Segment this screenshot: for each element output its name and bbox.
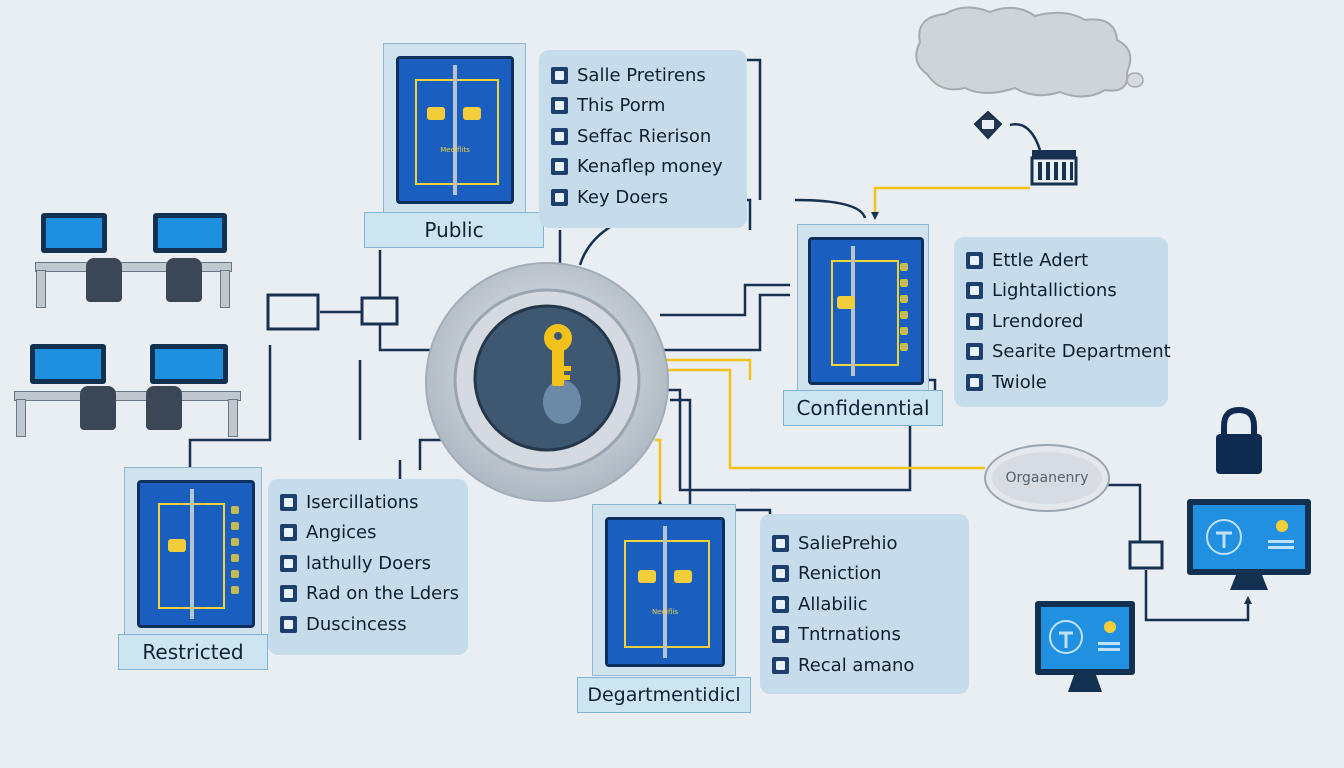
list-item[interactable]: Isercillations bbox=[280, 487, 456, 518]
vault bbox=[425, 262, 670, 502]
restricted-label[interactable]: Restricted bbox=[118, 634, 268, 670]
item-icon bbox=[966, 343, 983, 361]
padlock-icon bbox=[427, 107, 445, 120]
public-door: Mediflits bbox=[396, 56, 514, 204]
cloud-icon bbox=[915, 6, 1144, 98]
list-item[interactable]: Allabilic bbox=[772, 589, 957, 620]
list-item[interactable]: Lightallictions bbox=[966, 276, 1156, 307]
padlock-icon bbox=[674, 570, 692, 583]
item-icon bbox=[772, 595, 789, 613]
list-item[interactable]: Key Doers bbox=[551, 182, 735, 213]
item-icon bbox=[280, 585, 297, 603]
monitor-icon bbox=[153, 213, 227, 253]
public-panel: Salle Pretirens This Porm Seffac Rieriso… bbox=[539, 50, 747, 228]
desk bbox=[35, 262, 232, 272]
departmental-door-card: Nediflis bbox=[592, 504, 736, 676]
item-icon bbox=[772, 565, 789, 583]
item-icon bbox=[772, 656, 789, 674]
monitor-icon bbox=[30, 344, 106, 384]
list-item[interactable]: Tntrnations bbox=[772, 620, 957, 651]
monitor-icon bbox=[41, 213, 107, 253]
item-icon bbox=[551, 127, 568, 145]
list-item[interactable]: Lrendored bbox=[966, 306, 1156, 337]
door-caption: Nediflis bbox=[652, 608, 678, 617]
departmental-panel: SaliePrehio Reniction Allabilic Tntrnati… bbox=[760, 514, 969, 694]
item-icon bbox=[280, 554, 297, 572]
bank-building-icon bbox=[973, 110, 1078, 186]
item-icon bbox=[551, 97, 568, 115]
list-item[interactable]: Ettle Adert bbox=[966, 245, 1156, 276]
item-icon bbox=[966, 312, 983, 330]
confidential-label[interactable]: Confidenntial bbox=[783, 390, 943, 426]
list-item[interactable]: Rad on the Lders bbox=[280, 579, 459, 610]
confidential-door-card bbox=[797, 224, 929, 394]
list-item[interactable]: Reniction bbox=[772, 559, 957, 590]
oval-label: Orgaanenry bbox=[1005, 470, 1089, 486]
departmental-door: Nediflis bbox=[605, 517, 725, 667]
list-item[interactable]: lathully Doers bbox=[280, 548, 456, 579]
organization-oval[interactable]: Orgaanenry bbox=[984, 444, 1110, 512]
restricted-door bbox=[137, 480, 255, 628]
chair-icon bbox=[80, 386, 116, 430]
item-icon bbox=[280, 493, 297, 511]
padlock-icon bbox=[463, 107, 481, 120]
vault-key-icon bbox=[425, 262, 669, 502]
list-item[interactable]: Recal amano bbox=[772, 650, 957, 681]
monitor-icon bbox=[1187, 499, 1311, 590]
padlock-icon bbox=[837, 296, 855, 309]
item-icon bbox=[551, 158, 568, 176]
item-icon bbox=[551, 66, 568, 84]
confidential-panel: Ettle Adert Lightallictions Lrendored Se… bbox=[954, 237, 1171, 407]
item-icon bbox=[772, 626, 789, 644]
door-caption: Mediflits bbox=[440, 146, 470, 155]
confidential-door bbox=[808, 237, 924, 385]
chair-icon bbox=[86, 258, 122, 302]
list-item[interactable]: Kenaflep money bbox=[551, 152, 735, 183]
list-item[interactable]: Twiole bbox=[966, 367, 1156, 398]
monitor-icon bbox=[1035, 601, 1135, 692]
public-door-card: Mediflits bbox=[383, 43, 526, 213]
padlock-icon bbox=[638, 570, 656, 583]
list-item[interactable]: Searite Department bbox=[966, 337, 1171, 368]
item-icon bbox=[551, 188, 568, 206]
chair-icon bbox=[166, 258, 202, 302]
padlock-icon bbox=[1216, 406, 1262, 474]
monitor-icon bbox=[150, 344, 228, 384]
restricted-panel: Isercillations Angices lathully Doers Ra… bbox=[268, 479, 468, 655]
desk bbox=[14, 391, 241, 401]
padlock-icon bbox=[168, 539, 186, 552]
chair-icon bbox=[146, 386, 182, 430]
item-icon bbox=[966, 282, 983, 300]
list-item[interactable]: Angices bbox=[280, 518, 456, 549]
list-item[interactable]: SaliePrehio bbox=[772, 528, 957, 559]
list-item[interactable]: This Porm bbox=[551, 91, 735, 122]
list-item[interactable]: Duscincess bbox=[280, 609, 456, 640]
item-icon bbox=[772, 534, 789, 552]
item-icon bbox=[280, 524, 297, 542]
list-item[interactable]: Salle Pretirens bbox=[551, 60, 735, 91]
workstations bbox=[0, 0, 260, 460]
restricted-door-card bbox=[124, 467, 262, 637]
public-label[interactable]: Public bbox=[364, 212, 544, 248]
item-icon bbox=[966, 251, 983, 269]
list-item[interactable]: Seffac Rierison bbox=[551, 121, 735, 152]
item-icon bbox=[966, 373, 983, 391]
departmental-label[interactable]: Degartmentidicl bbox=[577, 677, 751, 713]
item-icon bbox=[280, 615, 297, 633]
